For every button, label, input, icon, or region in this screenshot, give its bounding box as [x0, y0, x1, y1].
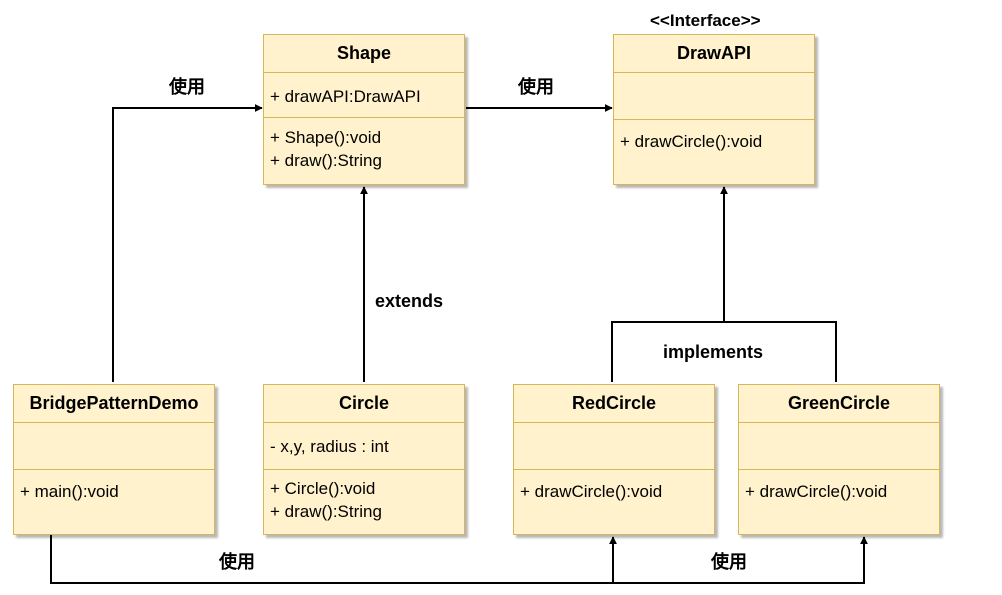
class-shape-methods: + Shape():void + draw():String: [264, 118, 464, 172]
edge-label-demo-circles: 使用: [219, 552, 255, 572]
edge-red-to-drawapi: [611, 186, 728, 382]
class-drawapi[interactable]: DrawAPI + drawCircle():void: [613, 34, 815, 185]
class-circle-name: Circle: [264, 385, 464, 423]
edge-demo-to-greencircle: [613, 536, 868, 584]
attribute-xy-radius: - x,y, radius : int: [270, 437, 389, 456]
edge-label-extends: extends: [375, 291, 444, 311]
method-drawcircle: + drawCircle():void: [520, 482, 663, 501]
edge-demo-to-shape: [112, 104, 263, 382]
edge-label-demo-shape: 使用: [169, 77, 205, 97]
class-circle-attributes: - x,y, radius : int: [264, 423, 464, 470]
edge-demo-to-redcircle: [50, 535, 617, 584]
class-redcircle-attributes: [514, 423, 714, 470]
method-shape: + Shape():void: [270, 128, 382, 147]
method-draw: + draw():String: [270, 502, 382, 521]
class-circle[interactable]: Circle - x,y, radius : int + Circle():vo…: [263, 384, 465, 535]
method-drawcircle: + drawCircle():void: [620, 132, 763, 151]
class-bridgepatterndemo-name: BridgePatternDemo: [14, 385, 214, 423]
class-greencircle-name: GreenCircle: [739, 385, 939, 423]
drawapi-stereotype: <<Interface>>: [650, 11, 761, 30]
edge-label-demo-circles-2: 使用: [711, 552, 747, 572]
class-greencircle-methods: + drawCircle():void: [739, 470, 939, 503]
method-draw: + draw():String: [270, 151, 382, 170]
class-shape-name: Shape: [264, 35, 464, 73]
class-greencircle[interactable]: GreenCircle + drawCircle():void: [738, 384, 940, 535]
method-circle: + Circle():void: [270, 479, 376, 498]
class-bridgepatterndemo-attributes: [14, 423, 214, 470]
class-greencircle-attributes: [739, 423, 939, 470]
edge-label-implements: implements: [663, 342, 764, 362]
class-redcircle-name: RedCircle: [514, 385, 714, 423]
edge-green-to-drawapi: [724, 321, 837, 382]
class-bridgepatterndemo[interactable]: BridgePatternDemo + main():void: [13, 384, 215, 535]
class-circle-methods: + Circle():void + draw():String: [264, 470, 464, 523]
class-drawapi-methods: + drawCircle():void: [614, 120, 814, 153]
class-drawapi-name: DrawAPI: [614, 35, 814, 73]
class-bridgepatterndemo-methods: + main():void: [14, 470, 214, 503]
class-shape[interactable]: Shape + drawAPI:DrawAPI + Shape():void +…: [263, 34, 465, 185]
method-main: + main():void: [20, 482, 119, 501]
class-drawapi-attributes: [614, 73, 814, 120]
class-shape-attributes: + drawAPI:DrawAPI: [264, 73, 464, 118]
edge-label-shape-drawapi: 使用: [518, 77, 554, 97]
method-drawcircle: + drawCircle():void: [745, 482, 888, 501]
class-redcircle-methods: + drawCircle():void: [514, 470, 714, 503]
attribute-drawapi: + drawAPI:DrawAPI: [270, 87, 421, 106]
class-redcircle[interactable]: RedCircle + drawCircle():void: [513, 384, 715, 535]
